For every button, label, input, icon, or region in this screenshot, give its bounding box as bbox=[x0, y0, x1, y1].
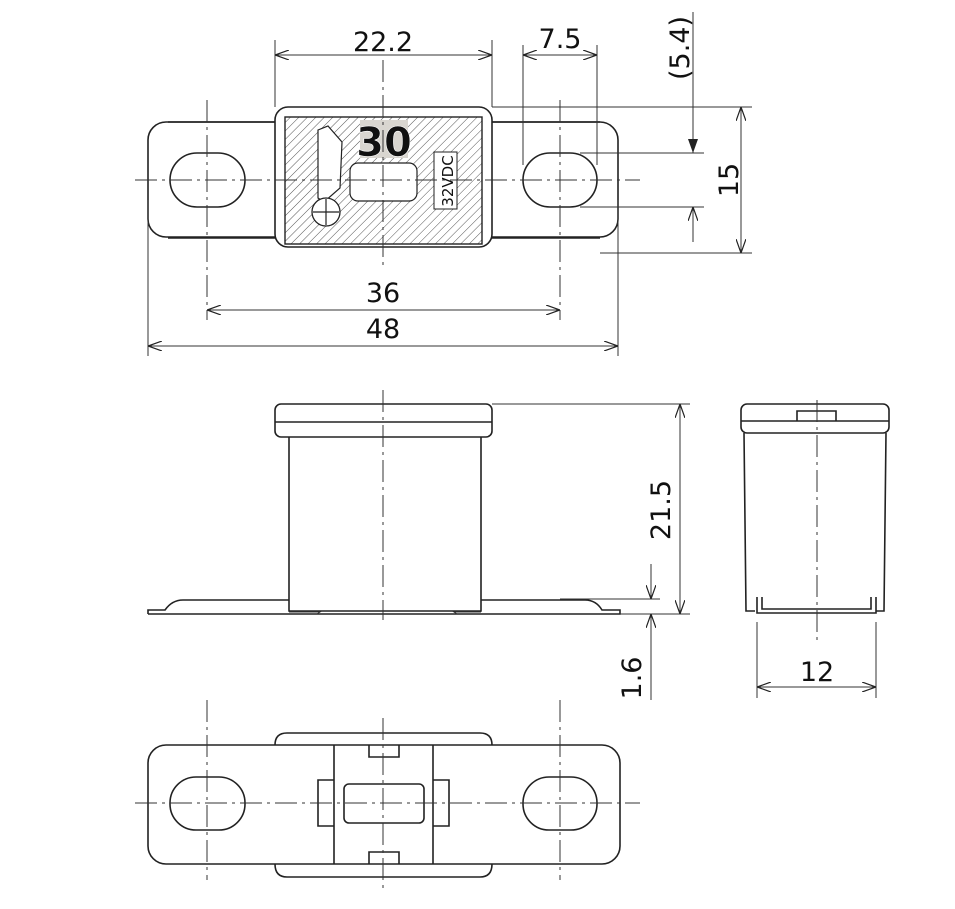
dim-overall-length: 48 bbox=[366, 314, 400, 345]
dim-slot-offset: (5.4) bbox=[665, 16, 696, 80]
dim-plate-thickness: 1.6 bbox=[617, 657, 648, 700]
dim-body-width: 22.2 bbox=[353, 27, 413, 58]
rating-marking: 30 bbox=[356, 120, 412, 166]
dim-slot-width: 7.5 bbox=[539, 24, 582, 55]
fuse-element-icon bbox=[317, 125, 343, 203]
top-view: 30 32VDC 22.2 7.5 (5.4) 15 36 48 bbox=[135, 12, 752, 356]
dim-overall-height: 21.5 bbox=[646, 480, 677, 540]
dim-plate-height: 15 bbox=[714, 163, 745, 197]
voltage-marking: 32VDC bbox=[439, 155, 457, 206]
bottom-view bbox=[135, 700, 640, 892]
dim-terminal-width: 12 bbox=[800, 657, 834, 688]
end-view: 12 bbox=[740, 400, 890, 698]
side-view: 21.5 1.6 bbox=[147, 390, 690, 700]
dim-hole-pitch: 36 bbox=[366, 278, 400, 309]
